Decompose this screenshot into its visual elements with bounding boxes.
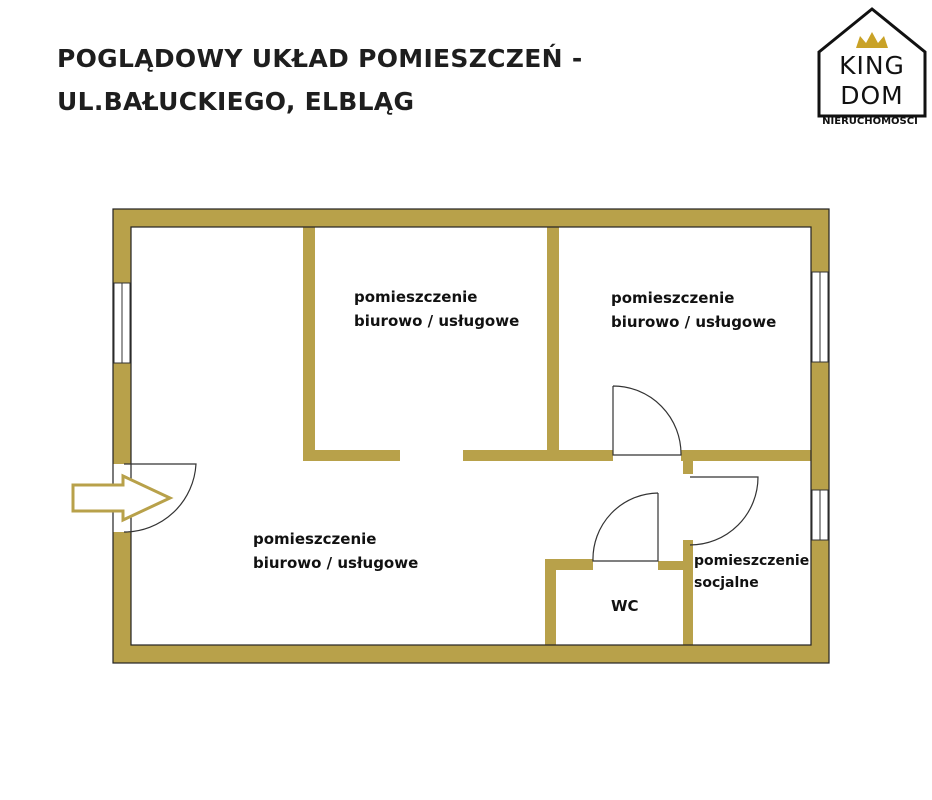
wall-room1-bottom-right xyxy=(463,450,553,461)
wall-room1-right xyxy=(547,227,559,459)
room-label-office-2-line1: pomieszczenie xyxy=(611,289,735,307)
wall-wc-top-right xyxy=(658,561,691,570)
page-title-line-2: UL.BAŁUCKIEGO, ELBLĄG xyxy=(57,87,415,116)
room-label-office-2-line2: biurowo / usługowe xyxy=(611,313,777,331)
room-label-office-2: pomieszczenie biurowo / usługowe xyxy=(611,286,776,334)
outer-wall-right-upper xyxy=(811,209,829,272)
inner-outline xyxy=(130,226,812,646)
page-title-line-1: POGLĄDOWY UKŁAD POMIESZCZEŃ - xyxy=(57,44,583,73)
wall-room2-bottom-right xyxy=(681,450,811,461)
room-label-social: pomieszczenie socjalne xyxy=(694,550,809,594)
outer-wall-left-upper xyxy=(113,209,131,283)
wall-wc-socjalne-divider xyxy=(683,540,693,663)
outer-wall-right-middle xyxy=(811,362,829,490)
room-label-wc: WC xyxy=(611,594,639,618)
logo-word-king: KING xyxy=(839,51,905,80)
wall-outlines xyxy=(112,208,830,664)
outer-wall-right-lower xyxy=(811,540,829,663)
room-label-social-line1: pomieszczenie xyxy=(694,553,810,569)
room-label-office-3-line2: biurowo / usługowe xyxy=(253,554,419,572)
wall-room1-left xyxy=(303,227,315,459)
room-label-office-1: pomieszczenie biurowo / usługowe xyxy=(354,285,519,333)
door-socjalne xyxy=(689,476,759,546)
door-room2 xyxy=(612,385,682,456)
door-entrance xyxy=(123,463,197,533)
outer-outline xyxy=(112,208,830,664)
room-label-wc-line1: WC xyxy=(611,597,639,615)
entrance-arrow-icon xyxy=(71,473,174,523)
outer-wall-top xyxy=(113,209,829,227)
outer-wall-left-middle xyxy=(113,363,131,464)
wall-stub-socjalne xyxy=(683,455,693,474)
room-label-social-line2: socjalne xyxy=(694,575,759,591)
room-label-office-1-line1: pomieszczenie xyxy=(354,288,478,306)
outer-wall-left-lower xyxy=(113,532,131,663)
doors xyxy=(123,385,759,562)
room-label-office-3: pomieszczenie biurowo / usługowe xyxy=(253,527,418,575)
walls xyxy=(113,209,829,663)
logo-house-outline xyxy=(817,7,927,118)
wall-room1-bottom-left xyxy=(303,450,400,461)
logo-word-dom: DOM xyxy=(840,81,904,110)
wall-wc-left xyxy=(545,559,556,663)
door-wc xyxy=(592,492,659,562)
logo-crown-icon xyxy=(856,32,888,48)
logo-caption: NIERUCHOMOŚCI xyxy=(822,116,918,127)
windows xyxy=(113,271,829,541)
room-label-office-1-line2: biurowo / usługowe xyxy=(354,312,520,330)
wall-wc-top-left xyxy=(545,559,593,570)
wall-room2-bottom-left xyxy=(547,450,613,461)
room-label-office-3-line1: pomieszczenie xyxy=(253,530,377,548)
company-logo: KING DOM xyxy=(817,7,927,118)
outer-wall-bottom xyxy=(113,645,829,663)
